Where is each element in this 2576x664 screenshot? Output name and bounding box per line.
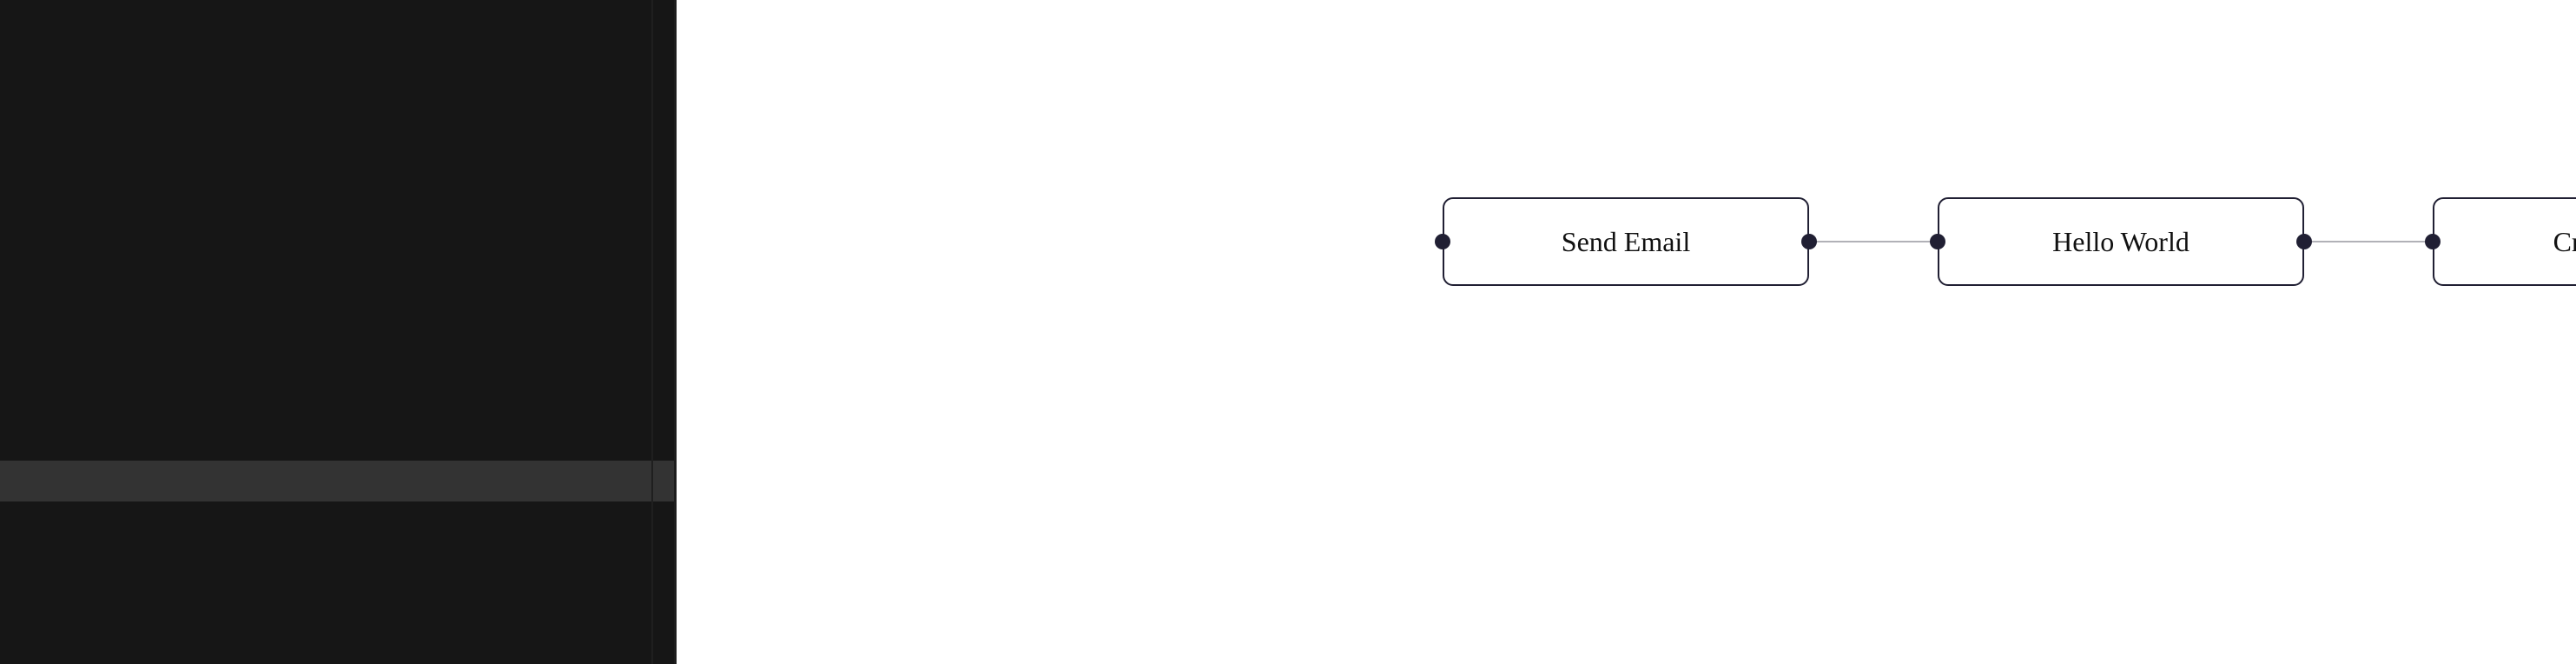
flow-edge[interactable] [2304,241,2433,242]
flow-node[interactable]: Create area [2433,197,2576,286]
sidebar-divider [651,0,653,664]
node-source-handle[interactable] [2296,234,2312,249]
sidebar [0,0,677,664]
node-target-handle[interactable] [1930,234,1945,249]
sidebar-selected-item[interactable] [0,461,677,501]
flow-node-label: Send Email [1561,225,1691,257]
flow-node-label: Create area [2553,225,2576,257]
flow-node-label: Hello World [2052,225,2190,257]
node-source-handle[interactable] [1801,234,1817,249]
node-target-handle[interactable] [1435,234,1450,249]
sidebar-right-edge [674,0,677,664]
flow-edge[interactable] [1809,241,1938,242]
node-target-handle[interactable] [2425,234,2441,249]
flow-node[interactable]: Hello World [1938,197,2304,286]
flow-node[interactable]: Send Email [1443,197,1809,286]
